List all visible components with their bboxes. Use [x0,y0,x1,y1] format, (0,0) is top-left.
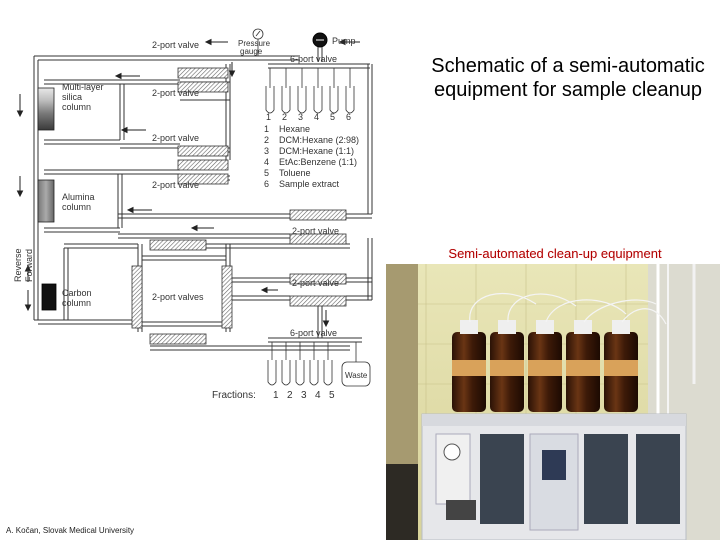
solvent-legend-name: EtAc:Benzene (1:1) [279,157,357,167]
solvent-legend-number: 4 [264,157,269,167]
valve-label-5: 2-port valve [292,226,339,236]
fraction-number: 5 [329,390,335,401]
tube-number: 5 [330,112,335,122]
valve-label-7: 2-port valves [152,292,204,302]
six-port-valve-bottom-label: 6-port valve [290,328,337,338]
tube-number: 4 [314,112,319,122]
fraction-number: 4 [315,390,321,401]
solvent-legend-number: 2 [264,135,269,145]
solvent-legend-name: DCM:Hexane (2:98) [279,135,359,145]
solvent-legend-name: Toluene [279,168,311,178]
solvent-legend-number: 5 [264,168,269,178]
tube-number: 2 [282,112,287,122]
solvent-legend-name: Hexane [279,124,310,134]
tube-number: 3 [298,112,303,122]
six-port-valve-top-label: 6-port valve [290,54,337,64]
valve-label-3: 2-port valve [152,133,199,143]
solvent-tubes [265,68,355,114]
flow-forward-label: Forward [24,249,34,282]
instrument-housing [421,413,687,540]
fraction-number: 3 [301,390,307,401]
footer-credit: A. Kočan, Slovak Medical University [6,526,135,535]
alumina-column [37,179,55,223]
equipment-photo [386,264,720,540]
tube-number: 6 [346,112,351,122]
valve-label-1: 2-port valve [152,40,199,50]
valve-label-6: 2-port valve [292,278,339,288]
pump-label: Pump [332,36,356,46]
carbon-column [41,283,57,311]
valve-label-2: 2-port valve [152,88,199,98]
slide-title: Schematic of a semi-automatic equipment … [431,55,705,101]
solvent-legend-number: 1 [264,124,269,134]
fractions-label: Fractions: [212,390,256,401]
flow-reverse-label: Reverse [13,248,23,282]
fraction-number: 1 [273,390,279,401]
photo-caption: Semi-automated clean-up equipment [448,246,662,261]
silica-column [37,87,55,131]
fraction-number: 2 [287,390,293,401]
two-port-valve-blocks [131,67,347,345]
solvent-legend-number: 3 [264,146,269,156]
flow-arrows [16,38,360,328]
valve-label-4: 2-port valve [152,180,199,190]
solvent-bottles [452,320,638,412]
waste-label: Waste [345,371,368,380]
tube-number: 1 [266,112,271,122]
solvent-legend-name: Sample extract [279,179,340,189]
solvent-legend-number: 6 [264,179,269,189]
solvent-legend-name: DCM:Hexane (1:1) [279,146,354,156]
fraction-tubes [267,342,371,387]
